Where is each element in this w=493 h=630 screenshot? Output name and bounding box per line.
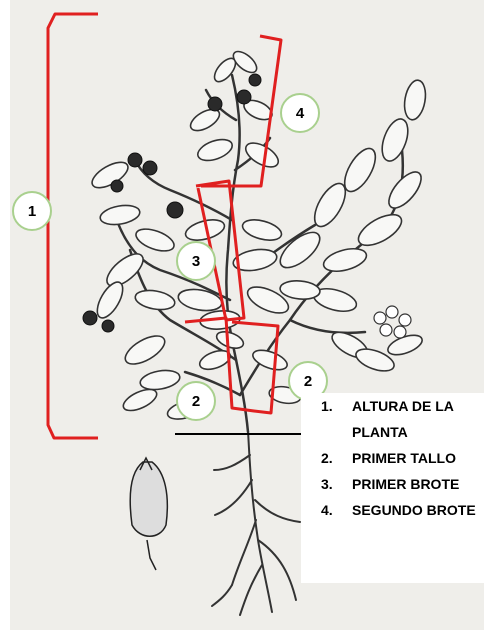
legend-number: 3. <box>321 476 333 492</box>
number-badge-second-shoot: 4 <box>280 93 320 133</box>
legend-number: 4. <box>321 502 333 518</box>
bracket-first-shoot <box>195 179 246 322</box>
flower-cluster <box>373 305 412 339</box>
red-brackets <box>46 12 283 440</box>
legend-item: 4. SEGUNDO BROTE <box>301 497 491 523</box>
legend-box: 1. ALTURA DE LA PLANTA 2. PRIMER TALLO 3. P… <box>301 393 491 583</box>
legend-text: PRIMER BROTE <box>352 476 460 492</box>
legend-number: 1. <box>321 398 333 414</box>
bracket-second-shoot <box>201 34 283 188</box>
bracket-plant-height <box>46 12 98 440</box>
leaves <box>91 50 427 420</box>
number-badge-first-shoot: 3 <box>176 241 216 281</box>
legend-text: PRIMER TALLO <box>352 450 456 466</box>
berries <box>82 73 262 333</box>
legend-list: 1. ALTURA DE LA PLANTA 2. PRIMER TALLO 3. P… <box>301 393 491 523</box>
number-badge-first-stem-left: 2 <box>176 381 216 421</box>
roots <box>211 429 301 616</box>
legend-item: 3. PRIMER BROTE <box>301 471 491 497</box>
number-badge-plant-height: 1 <box>12 191 52 231</box>
legend-text: ALTURA DE LA PLANTA <box>352 398 454 440</box>
legend-item: 1. ALTURA DE LA PLANTA <box>301 393 491 445</box>
bell-flower-detail <box>129 456 169 571</box>
legend-item: 2. PRIMER TALLO <box>301 445 491 471</box>
legend-number: 2. <box>321 450 333 466</box>
legend-text: SEGUNDO BROTE <box>352 502 476 518</box>
